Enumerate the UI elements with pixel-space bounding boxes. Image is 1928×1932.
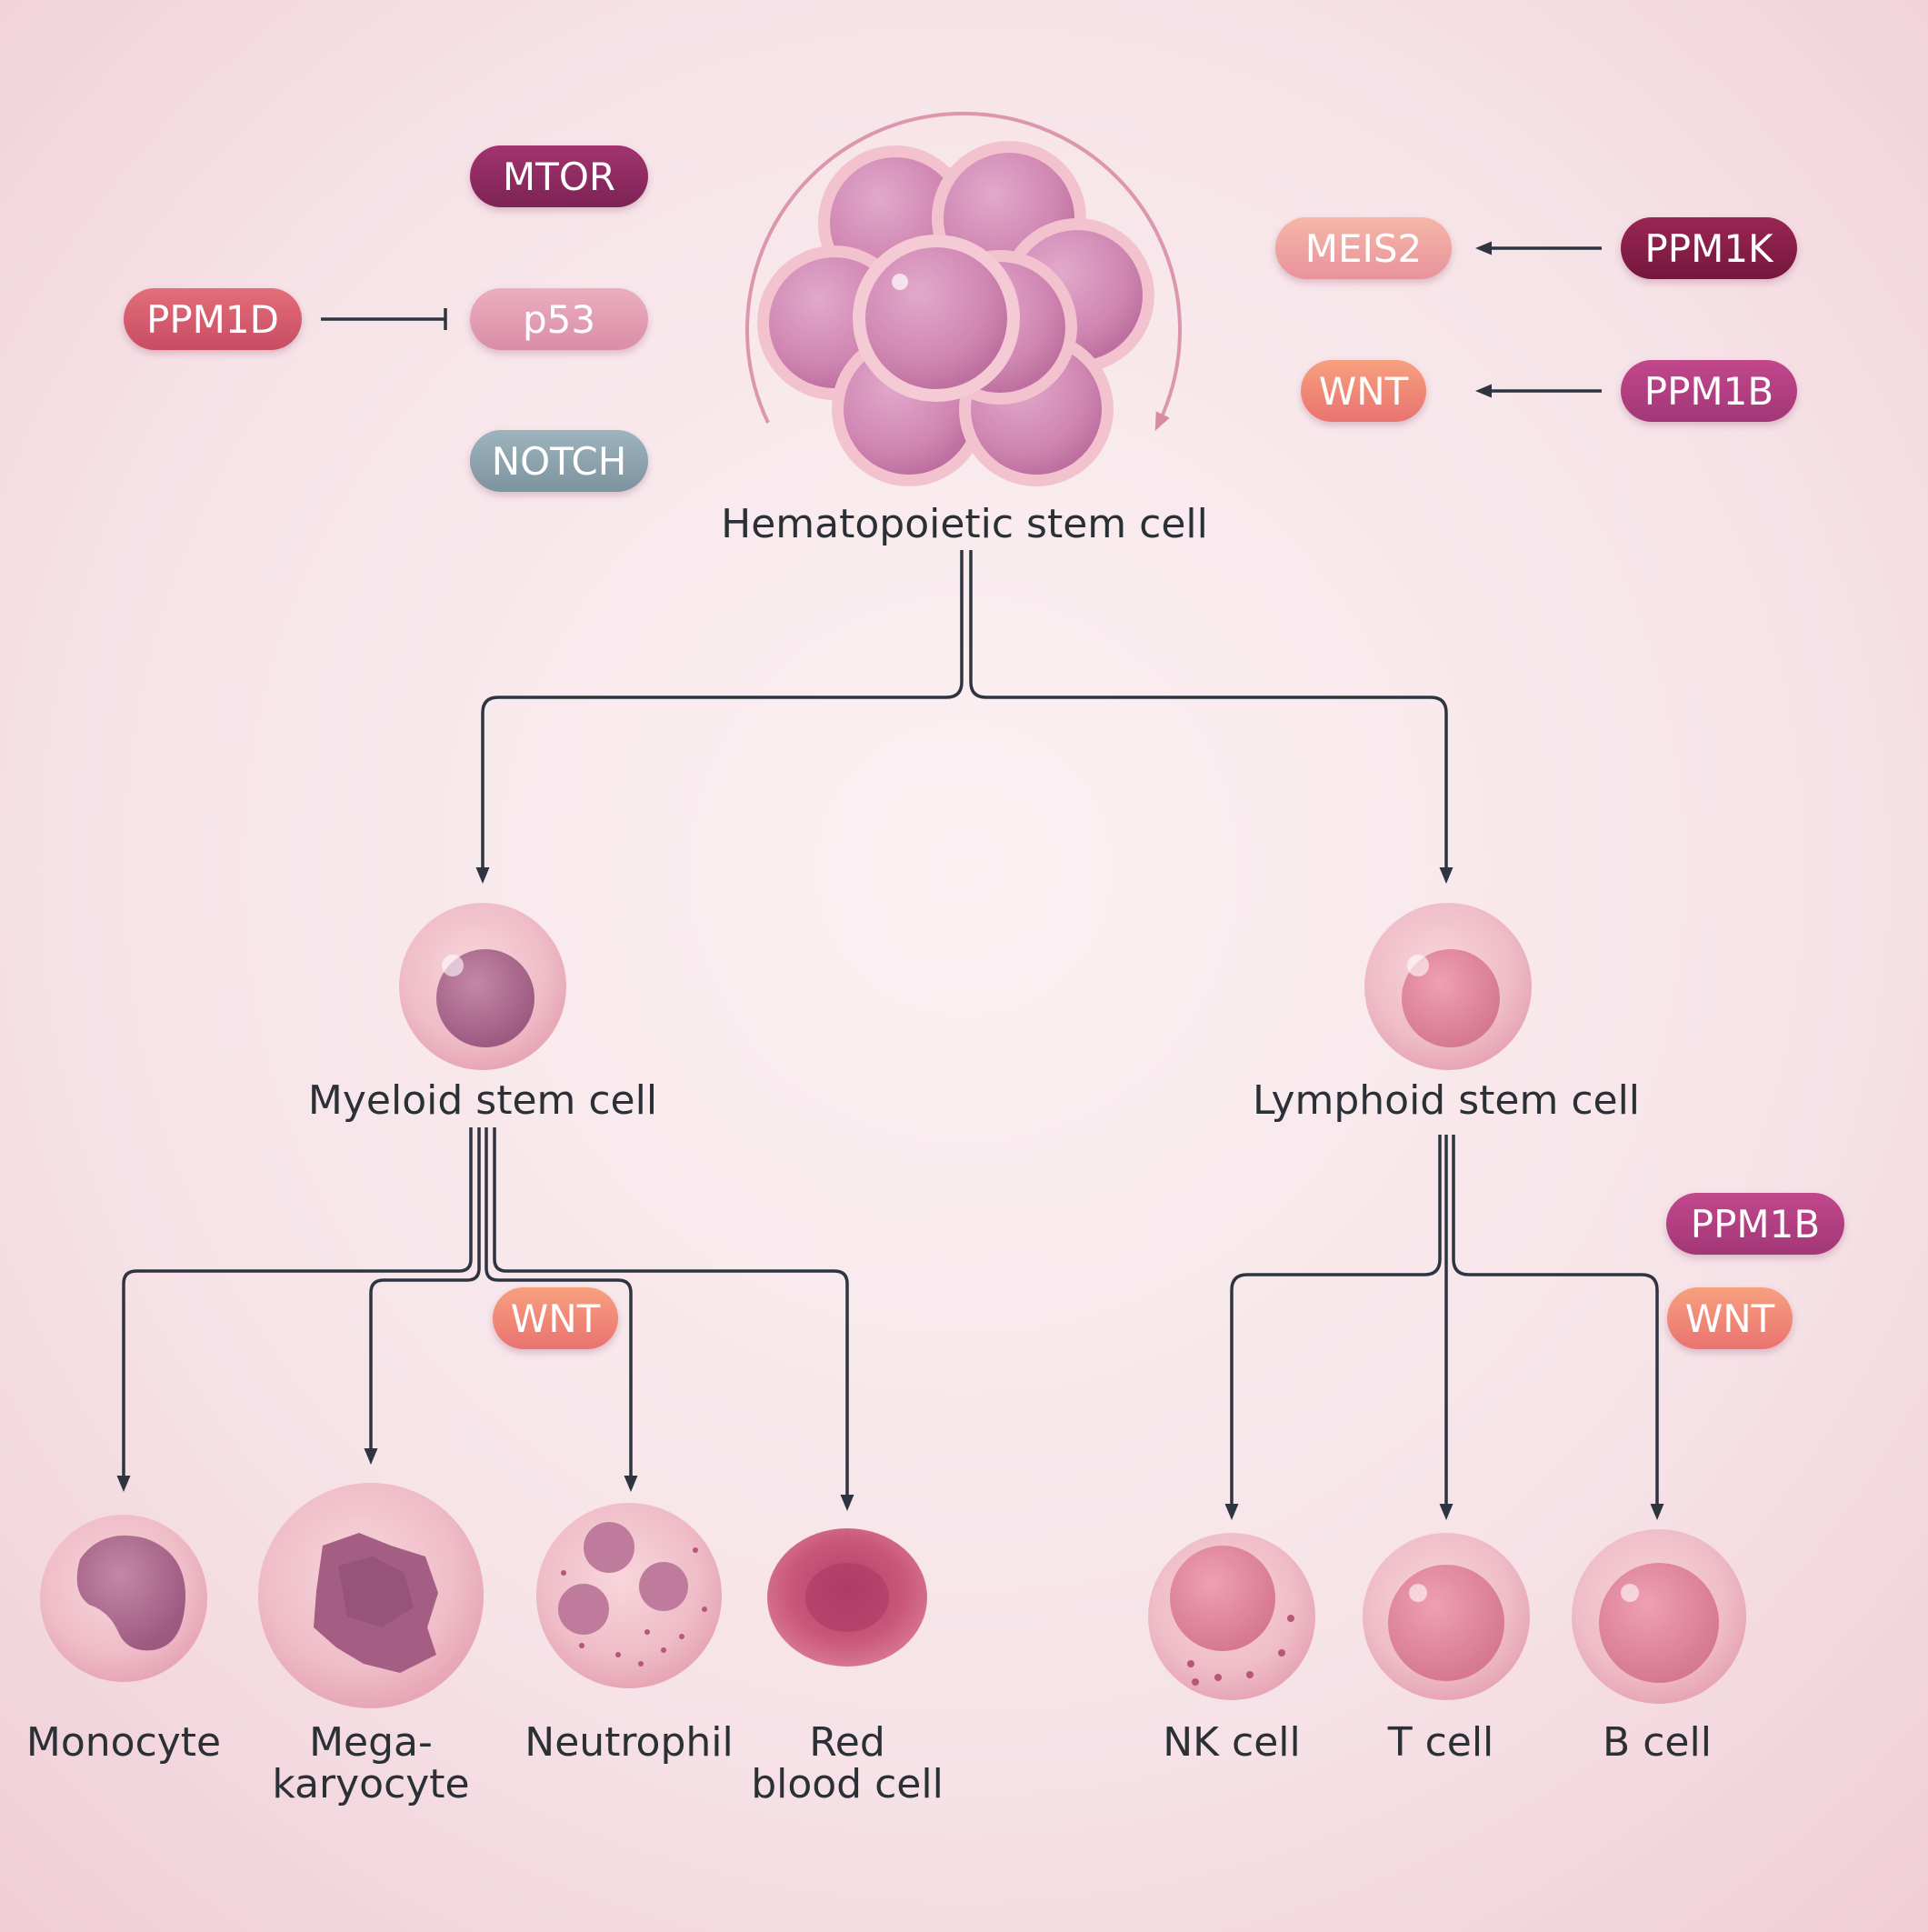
- ppm1b-factor-pill-top: PPM1B: [1621, 360, 1797, 422]
- ppm1b-factor-pill-lymphoid: PPM1B: [1666, 1193, 1844, 1255]
- red-blood-cell-label-line2: blood cell: [751, 1761, 944, 1807]
- megakaryocyte-illustration: [258, 1483, 484, 1708]
- t-cell-illustration: [1363, 1533, 1530, 1700]
- hematopoietic-stem-cell-label: Hematopoietic stem cell: [721, 501, 1208, 547]
- b-cell-label: B cell: [1603, 1719, 1712, 1766]
- megakaryocyte-label-line1: Mega-: [309, 1719, 433, 1766]
- monocyte-label: Monocyte: [25, 1719, 222, 1766]
- meis2-factor-pill: MEIS2: [1275, 217, 1452, 279]
- ppm1k-factor-pill: PPM1K: [1621, 217, 1797, 279]
- wnt-factor-pill-top: WNT: [1301, 360, 1426, 422]
- mtor-factor-pill: MTOR: [470, 145, 648, 207]
- p53-factor-pill: p53: [470, 288, 648, 350]
- red-blood-cell-illustration: [767, 1528, 927, 1667]
- nk-cell-illustration: [1148, 1533, 1315, 1700]
- wnt-factor-pill-lymphoid: WNT: [1667, 1287, 1793, 1349]
- myeloid-stem-cell-illustration: [399, 903, 566, 1070]
- b-cell-illustration: [1572, 1529, 1746, 1704]
- ppm1d-factor-pill: PPM1D: [124, 288, 302, 350]
- myeloid-stem-cell-label: Myeloid stem cell: [307, 1077, 658, 1124]
- lymphoid-stem-cell-illustration: [1364, 903, 1532, 1070]
- t-cell-label: T cell: [1387, 1719, 1494, 1766]
- neutrophil-label: Neutrophil: [524, 1719, 734, 1766]
- lineage-connectors: [116, 241, 1664, 1520]
- neutrophil-illustration: [536, 1503, 722, 1688]
- notch-factor-pill: NOTCH: [470, 430, 648, 492]
- hematopoietic-stem-cell-illustration: [745, 112, 1182, 486]
- megakaryocyte-label-line2: karyocyte: [272, 1761, 470, 1807]
- wnt-factor-pill-myeloid: WNT: [493, 1287, 618, 1349]
- nk-cell-label: NK cell: [1163, 1719, 1301, 1766]
- lymphoid-stem-cell-label: Lymphoid stem cell: [1252, 1077, 1641, 1124]
- monocyte-illustration: [40, 1515, 207, 1682]
- red-blood-cell-label-line1: Red: [809, 1719, 885, 1766]
